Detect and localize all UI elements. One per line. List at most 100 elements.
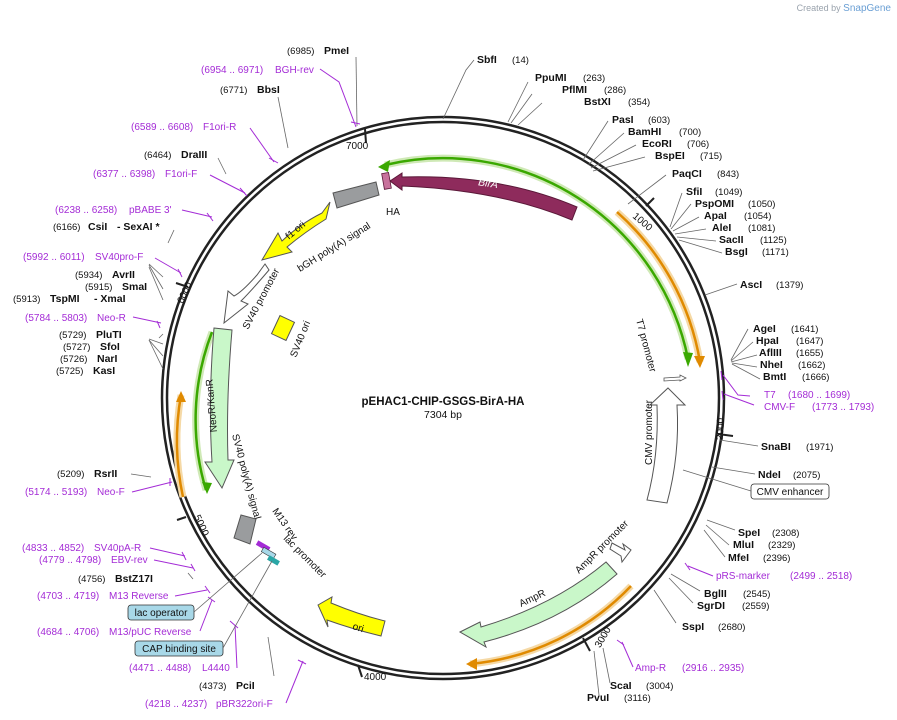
site-name-mfeI: MfeI	[728, 552, 749, 564]
site-pos-nheI: (1662)	[798, 360, 825, 371]
boxed-feature-labels: lac operator CAP binding site CMV enhanc…	[127, 469, 830, 657]
site-pos-sacII: (1125)	[760, 235, 787, 246]
primer-range-l4440: (4471 .. 4488)	[129, 663, 191, 674]
feature-sv40-polyA	[233, 514, 257, 545]
primer-name-neo-r: Neo-R	[97, 313, 126, 324]
site-pos-pasI: (603)	[648, 115, 670, 126]
site-pos-ascI: (1379)	[776, 280, 803, 291]
site-pos-bspEI: (715)	[700, 151, 722, 162]
tick-label-2000: 2000	[715, 417, 727, 440]
site-pos-bsgI: (1171)	[762, 247, 789, 258]
site-name-sspI: SspI	[682, 621, 704, 633]
site-pos-bstXI: (354)	[628, 97, 650, 108]
site-name-mluI: MluI	[733, 539, 754, 551]
site-pos-sgrDI: (2559)	[742, 601, 769, 612]
site-name-rsrII: RsrII	[94, 468, 117, 480]
primer-range-f1ori-f: (6377 .. 6398)	[93, 169, 155, 180]
plasmid-length: 7304 bp	[424, 409, 462, 421]
primer-name-cmv-f: CMV-F	[764, 402, 795, 413]
site-pos-speI: (2308)	[772, 528, 799, 539]
primer-range-f1ori-r: (6589 .. 6608)	[131, 122, 193, 133]
primer-range-amp-r: (2916 .. 2935)	[682, 663, 744, 674]
primer-name-neo-f: Neo-F	[97, 487, 125, 498]
primer-name-amp-r: Amp-R	[635, 663, 666, 674]
site-name-scaI: ScaI	[610, 680, 632, 692]
site-pos-paqCI: (843)	[717, 169, 739, 180]
site-pos-pmeI: (6985)	[287, 46, 314, 57]
primer-name-l4440: L4440	[202, 663, 230, 674]
site-pos-bamHI: (700)	[679, 127, 701, 138]
cap-binding-site-box	[134, 640, 224, 657]
site-pos-ecoRI: (706)	[687, 139, 709, 150]
enzyme-labels: (6985) PmeI (6771) BbsI (6464) DraIII (6…	[13, 45, 833, 704]
plasmid-name: pEHAC1-CHIP-GSGS-BirA-HA	[362, 396, 525, 408]
feature-label-sv40pa: SV40 poly(A) signal	[229, 433, 262, 521]
primer-name-bgh-rev: BGH-rev	[275, 65, 314, 76]
site-name-ndeI: NdeI	[758, 469, 781, 481]
site-name-draIII: DraIII	[181, 149, 207, 161]
site-name-bsgI: BsgI	[725, 246, 748, 258]
site-name-pvuI: PvuI	[587, 692, 609, 704]
cap-binding-site-label: CAP binding site	[142, 644, 216, 655]
feature-bgh-polyA	[332, 181, 380, 209]
site-name-bamHI: BamHI	[628, 126, 661, 138]
site-name-smaI: SmaI	[122, 281, 147, 293]
feature-label-lacprom: lac promoter	[281, 533, 329, 581]
primer-name-sv40pa-r: SV40pA-R	[94, 543, 141, 554]
primer-range-cmv-f: (1773 .. 1793)	[812, 402, 874, 413]
site-name-bglII: BglII	[704, 588, 727, 600]
feature-lac-operator	[260, 546, 277, 560]
site-name-sgrDI: SgrDI	[697, 600, 725, 612]
feature-label-birA: BirA	[477, 176, 498, 191]
site-pos-ppuMI: (263)	[583, 73, 605, 84]
primer-range-neo-f: (5174 .. 5193)	[25, 487, 87, 498]
feature-f1-ori	[260, 201, 331, 261]
site-pos-pluTI: (5729)	[59, 330, 86, 341]
site-name-ascI: AscI	[740, 279, 762, 291]
feature-ampr	[458, 561, 618, 649]
feature-birA	[389, 172, 578, 221]
feature-label-HA: HA	[386, 207, 400, 218]
site-pos-pspOMI: (1050)	[748, 199, 775, 210]
feature-ori	[317, 596, 386, 637]
feature-label-neo: NeoR/KanR	[204, 379, 220, 433]
primer-range-m13-reverse: (4703 .. 4719)	[37, 591, 99, 602]
site-name-snaBI: SnaBI	[761, 441, 791, 453]
site-name-bstXI: BstXI	[584, 96, 611, 108]
primer-name-m13-reverse: M13 Reverse	[109, 591, 169, 602]
site-pos-mfeI: (2396)	[763, 553, 790, 564]
site-pos-rsrII: (5209)	[57, 469, 84, 480]
tick-label-7000: 7000	[346, 141, 369, 152]
primer-range-prs-marker: (2499 .. 2518)	[790, 571, 852, 582]
site-name-pflMI: PflMI	[562, 84, 587, 96]
site-pos-bstZ17I: (4756)	[78, 574, 105, 585]
site-name-bspEI: BspEI	[655, 150, 685, 162]
site-name-narI: NarI	[97, 353, 118, 365]
site-pos-snaBI: (1971)	[806, 442, 833, 453]
primer-name-prs-marker: pRS-marker	[716, 571, 771, 582]
site-name-sfoI: SfoI	[100, 341, 120, 353]
feature-sv40-ori	[270, 314, 296, 342]
site-pos-pflMI: (286)	[604, 85, 626, 96]
site-name-pspOMI: PspOMI	[695, 198, 734, 210]
site-pos-ndeI: (2075)	[793, 470, 820, 481]
primer-name-f1ori-r: F1ori-R	[203, 122, 236, 133]
primer-name-pbabe3: pBABE 3'	[129, 205, 172, 216]
site-pos-smaI: (5915)	[85, 282, 112, 293]
feature-cap-site	[267, 555, 280, 566]
primer-range-m13puc-reverse: (4684 .. 4706)	[37, 627, 99, 638]
feature-label-t7prom: T7 promoter	[633, 318, 658, 374]
tick-marks	[175, 128, 734, 678]
primer-marks	[131, 68, 755, 704]
site-name-aflIII: AflIII	[759, 347, 782, 359]
site-name-bmtI: BmtI	[763, 371, 786, 383]
site-name-kasI: KasI	[93, 365, 115, 377]
feature-label-cmvprom: CMV promoter	[644, 399, 655, 465]
site-name-apaI: ApaI	[704, 210, 727, 222]
site-name-nheI: NheI	[760, 359, 783, 371]
orf-arcs	[173, 154, 705, 670]
feature-HA	[381, 171, 392, 190]
site-pos-apaI: (1054)	[744, 211, 771, 222]
snapgene-credit: Created by SnapGene	[797, 3, 891, 14]
